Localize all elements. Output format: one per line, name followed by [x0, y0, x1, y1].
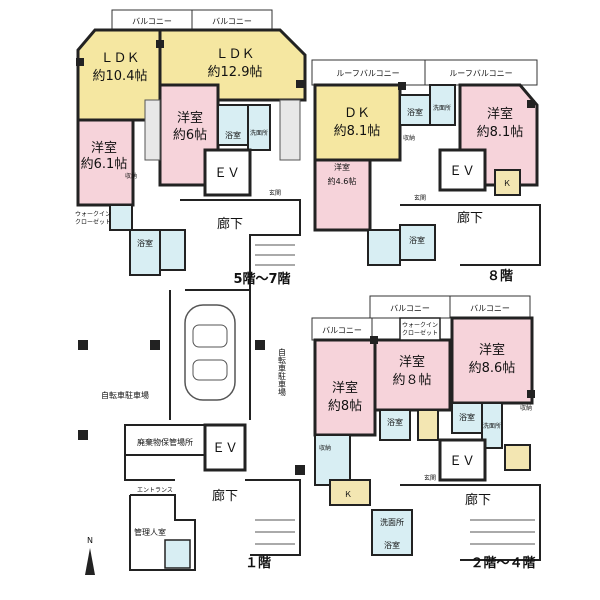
bicycle-right-vertical: 自転車駐車場 [278, 347, 287, 397]
car-outline [184, 304, 236, 401]
k-2-4-label: Ｋ [344, 490, 352, 499]
ldk-left-size: 約10.4帖 [93, 69, 148, 84]
bath-a-2-4: 浴室 [387, 417, 403, 427]
entrance-label: エントランス [137, 487, 173, 494]
k-8-label: Ｋ [503, 179, 511, 188]
bicycle-parking-right: 自転車駐車場 [278, 347, 287, 397]
room-left-name: 洋室 [332, 380, 358, 396]
bath-8-b-label: 浴室 [409, 235, 425, 245]
ev-2-4-label: ＥＶ [449, 454, 475, 469]
washroom-8-label: 洗面所 [433, 104, 451, 112]
bath-a-label: 浴室 [225, 130, 241, 140]
ev-8-label: ＥＶ [449, 164, 475, 179]
roof-balcony-left: ルーフバルコニー [336, 69, 399, 78]
walkin-label-2-4: ウォークイン [402, 321, 438, 329]
floor-title-5-7: 5階～7階 [233, 271, 290, 287]
entry-2-4-label: 玄関 [424, 474, 436, 482]
western-mid-size: 約6帖 [173, 128, 207, 143]
balcony-a-label: バルコニー [322, 326, 362, 335]
washroom-a-2-4: 洗面所 [483, 422, 501, 430]
room-right-size: 約8.6帖 [469, 361, 516, 376]
bath-8-a [399, 94, 431, 126]
ev-1-label: ＥＶ [212, 441, 238, 456]
dk-name: ＤＫ [344, 106, 370, 121]
walkin-closet-2-4 [399, 317, 441, 341]
entry-label: 玄関 [269, 189, 281, 197]
western-room-mid-2-4 [373, 338, 452, 412]
western-room-small [313, 158, 372, 232]
plan-floor-2-4: バルコニー バルコニー バルコニー ウォークイン クローゼット 洋室 約8帖 洋… [311, 295, 541, 571]
balcony-c-label: バルコニー [470, 304, 510, 313]
plan-floor-1: 自転車駐車場 自転車駐車場 廃棄物保管場所 ＥＶ 廊下 エントランス 管理人室 … [78, 290, 305, 575]
north-label: N [87, 536, 93, 545]
floor-title-2-4: ２階～４階 [470, 555, 535, 571]
dk-size: 約8.1帖 [334, 124, 381, 139]
western-mid-name: 洋室 [177, 110, 203, 126]
waste-label: 廃棄物保管場所 [137, 437, 193, 447]
plan-floor-8: ルーフバルコニー ルーフバルコニー ＤＫ 約8.1帖 洋室 約4.6帖 洋室 約… [311, 59, 541, 284]
western-small-size: 約4.6帖 [328, 176, 357, 186]
bath-b-2-4: 浴室 [459, 412, 475, 422]
storage-label: 収納 [125, 172, 137, 180]
walkin-label: ウォークイン [75, 210, 111, 218]
kitchen-counter [144, 99, 161, 161]
floor-title-1: １階 [245, 555, 271, 571]
north-arrow-icon: N [85, 536, 95, 575]
western-right-name: 洋室 [487, 106, 513, 122]
ldk-right-name: ＬＤＫ [215, 47, 254, 62]
ev-shaft-2-4 [438, 438, 487, 482]
storage-b-2-4: 収納 [520, 404, 532, 412]
balcony-b-label: バルコニー [390, 304, 430, 313]
dk-room [313, 83, 402, 162]
ev-label: ＥＶ [214, 166, 240, 181]
ev-shaft-5-7 [203, 148, 252, 197]
wash-5-7 [247, 104, 271, 151]
western-left-name: 洋室 [91, 140, 117, 156]
closet-label: クローゼット [75, 218, 111, 226]
manager-room-label: 管理人室 [134, 527, 166, 537]
corridor-label: 廊下 [217, 216, 243, 232]
ev-shaft-1 [203, 423, 247, 472]
balcony-label-left: バルコニー [132, 17, 172, 26]
closet-label-2-4: クローゼット [402, 329, 438, 337]
ev-shaft-8 [438, 148, 487, 192]
balcony-label-right: バルコニー [212, 17, 252, 26]
room-left-size: 約8帖 [328, 399, 362, 414]
washroom-b-2-4: 洗面所 [380, 517, 404, 527]
kitchen-2-4-a [329, 479, 371, 506]
room-mid-size: 約８帖 [392, 373, 431, 388]
waste-storage [124, 424, 206, 456]
bath-c-2-4: 浴室 [384, 540, 400, 550]
bicycle-parking-left: 自転車駐車場 [101, 390, 149, 400]
storage-8-label: 収納 [403, 134, 415, 142]
entry-8-label: 玄関 [414, 194, 426, 202]
floor-title-8: ８階 [487, 268, 513, 284]
corridor-8-label: 廊下 [457, 210, 483, 226]
bath-b-label: 浴室 [137, 238, 153, 248]
western-left-size: 約6.1帖 [81, 157, 128, 172]
washroom-label: 洗面所 [250, 129, 268, 137]
western-right-size: 約8.1帖 [477, 125, 524, 140]
bath-8-a-label: 浴室 [407, 107, 423, 117]
bath-5-7-b [129, 229, 161, 276]
roof-balcony-right: ルーフバルコニー [449, 69, 512, 78]
ldk-left-name: ＬＤＫ [100, 51, 139, 66]
storage-a-2-4: 収納 [319, 444, 331, 452]
ldk-right-size: 約12.9帖 [208, 65, 263, 80]
western-room-left [76, 118, 135, 207]
corridor-1-label: 廊下 [212, 488, 238, 504]
room-right-name: 洋室 [479, 342, 505, 358]
western-room-right-2-4 [450, 316, 534, 405]
room-mid-name: 洋室 [399, 354, 425, 370]
plan-floor-5-7: バルコニー バルコニー ＬＤＫ 約10.4帖 ＬＤＫ 約12.9帖 [75, 9, 307, 291]
western-small-name: 洋室 [334, 162, 350, 172]
corridor-2-4-label: 廊下 [465, 492, 491, 508]
